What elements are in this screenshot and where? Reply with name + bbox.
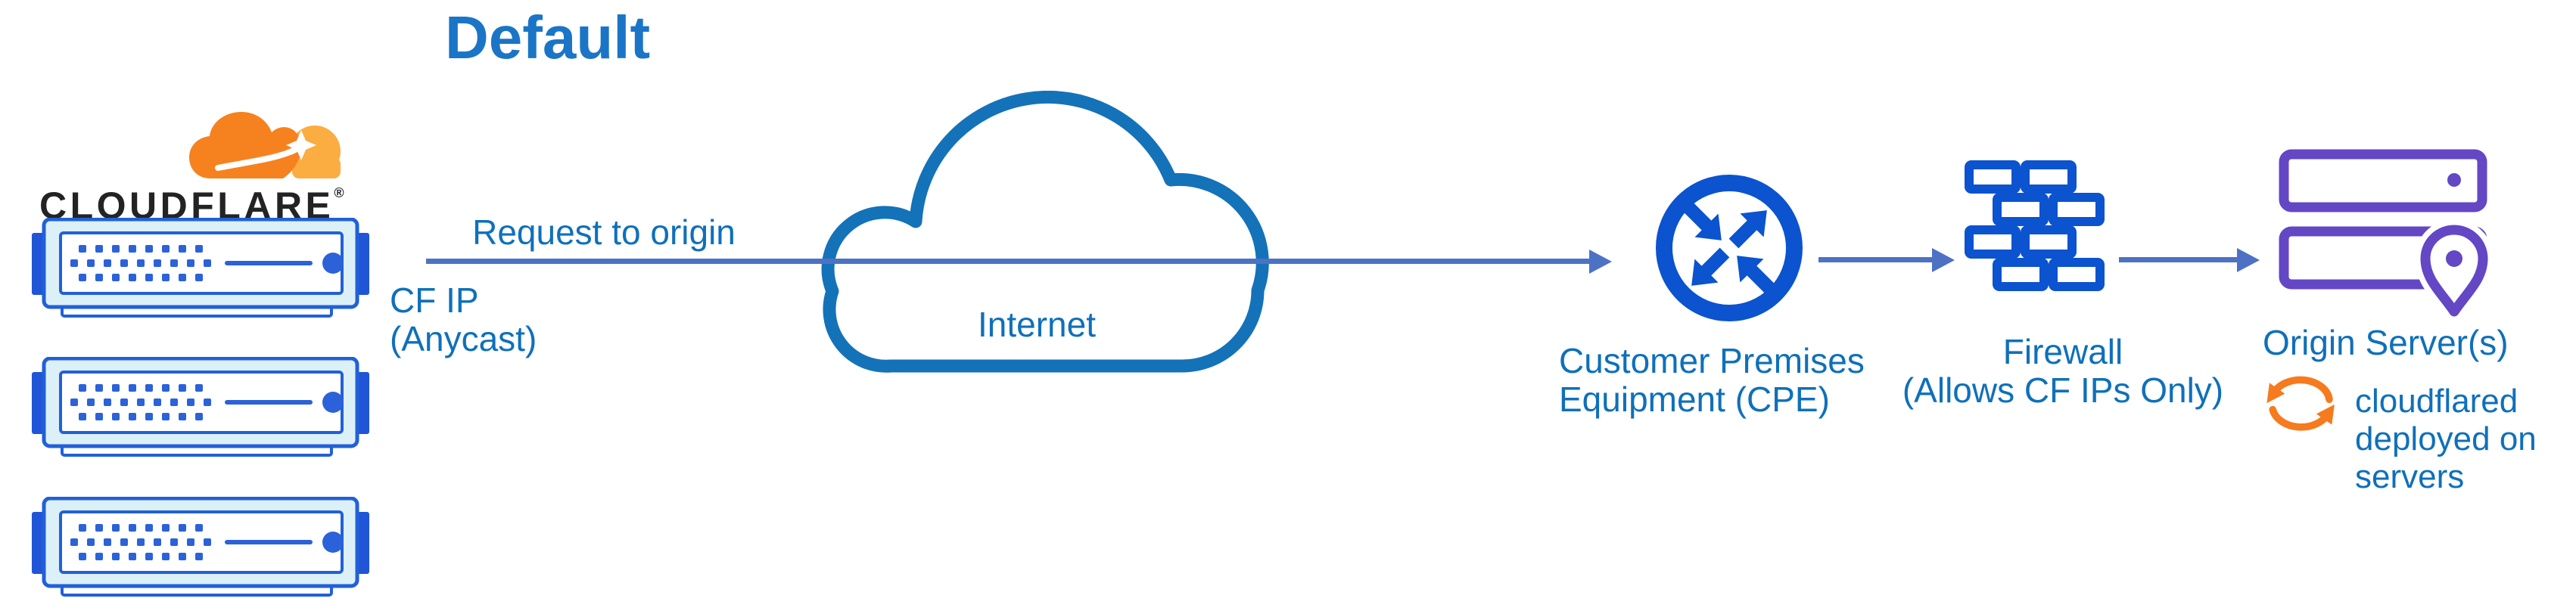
origin-servers-icon xyxy=(2279,149,2494,319)
cloudflare-logo-icon xyxy=(189,112,341,178)
firewall-label-line1: Firewall xyxy=(2002,332,2123,371)
cloudflare-server-stack-3 xyxy=(32,497,371,599)
diagram-title: Default xyxy=(445,4,651,71)
arrow-cpe-to-firewall-head xyxy=(1932,248,1955,272)
cf-ip-line2: (Anycast) xyxy=(390,319,537,358)
arrow-request-to-origin xyxy=(426,259,1591,264)
cpe-label: Customer Premises Equipment (CPE) xyxy=(1559,342,1865,419)
cpe-label-line2: Equipment (CPE) xyxy=(1559,380,1830,419)
arrow-firewall-to-origin xyxy=(2119,257,2240,262)
cf-ip-line1: CF IP xyxy=(390,281,479,320)
arrow-request-to-origin-head xyxy=(1589,250,1612,274)
internet-cloud-icon xyxy=(821,91,1269,373)
cloudflare-server-stack xyxy=(32,218,371,320)
cloudflare-server-icon xyxy=(32,357,369,457)
firewall-icon xyxy=(1965,160,2105,291)
firewall-label: Firewall (Allows CF IPs Only) xyxy=(1896,333,2230,410)
request-to-origin-label: Request to origin xyxy=(472,212,736,252)
internet-label: Internet xyxy=(978,305,1096,344)
arrow-cpe-to-firewall xyxy=(1818,257,1936,262)
cpe-label-line1: Customer Premises xyxy=(1559,341,1865,380)
cpe-router-icon xyxy=(1656,175,1803,321)
arrow-firewall-to-origin-head xyxy=(2237,248,2260,272)
cloudflared-sync-icon xyxy=(2266,376,2335,431)
cloudflare-server-stack-2 xyxy=(32,357,371,459)
firewall-label-line2: (Allows CF IPs Only) xyxy=(1902,371,2224,410)
cloudflare-server-icon xyxy=(32,218,369,318)
origin-servers-label: Origin Server(s) xyxy=(2263,323,2509,362)
cloudflared-note: cloudflared deployed on servers xyxy=(2355,383,2537,495)
cloudflare-server-icon xyxy=(32,497,369,597)
registered-mark: ® xyxy=(334,185,344,200)
cf-ip-label: CF IP (Anycast) xyxy=(390,281,537,358)
